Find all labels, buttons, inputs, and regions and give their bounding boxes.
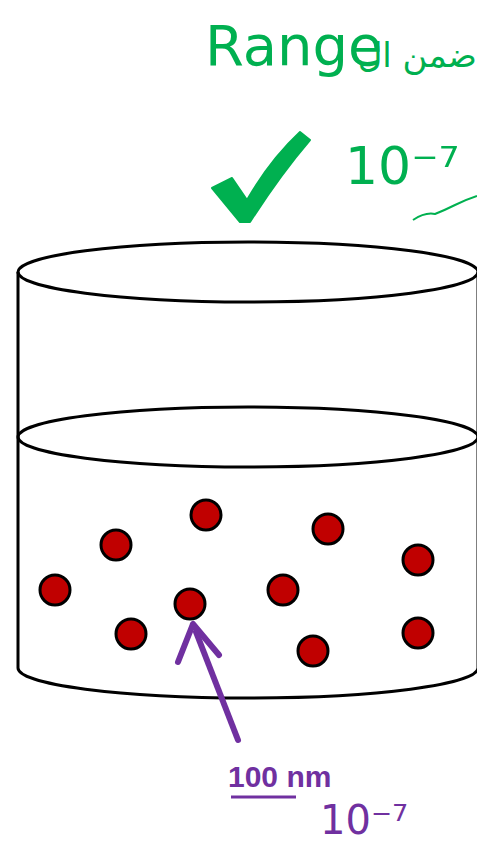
beaker-rim [18, 242, 477, 302]
particle [175, 589, 205, 619]
underline [231, 796, 296, 799]
handwritten-note: Range [205, 18, 383, 74]
particle [40, 575, 70, 605]
particle [403, 545, 433, 575]
order-of-magnitude: 10⁻⁷ [345, 140, 459, 192]
beaker-wall [18, 272, 477, 698]
particle [101, 530, 131, 560]
check-mark [212, 132, 310, 222]
particle [268, 575, 298, 605]
arrow-head [178, 624, 219, 662]
particle [403, 618, 433, 648]
liquid-surface [18, 407, 477, 467]
particles [40, 500, 433, 666]
dimension-label: 100 nm [228, 762, 331, 792]
squiggle [413, 196, 477, 220]
handwritten-note: ضمن ال [358, 38, 477, 72]
particle [313, 514, 343, 544]
particle [191, 500, 221, 530]
particle [116, 619, 146, 649]
particle [298, 636, 328, 666]
order-of-magnitude: 10⁻⁷ [320, 800, 408, 840]
